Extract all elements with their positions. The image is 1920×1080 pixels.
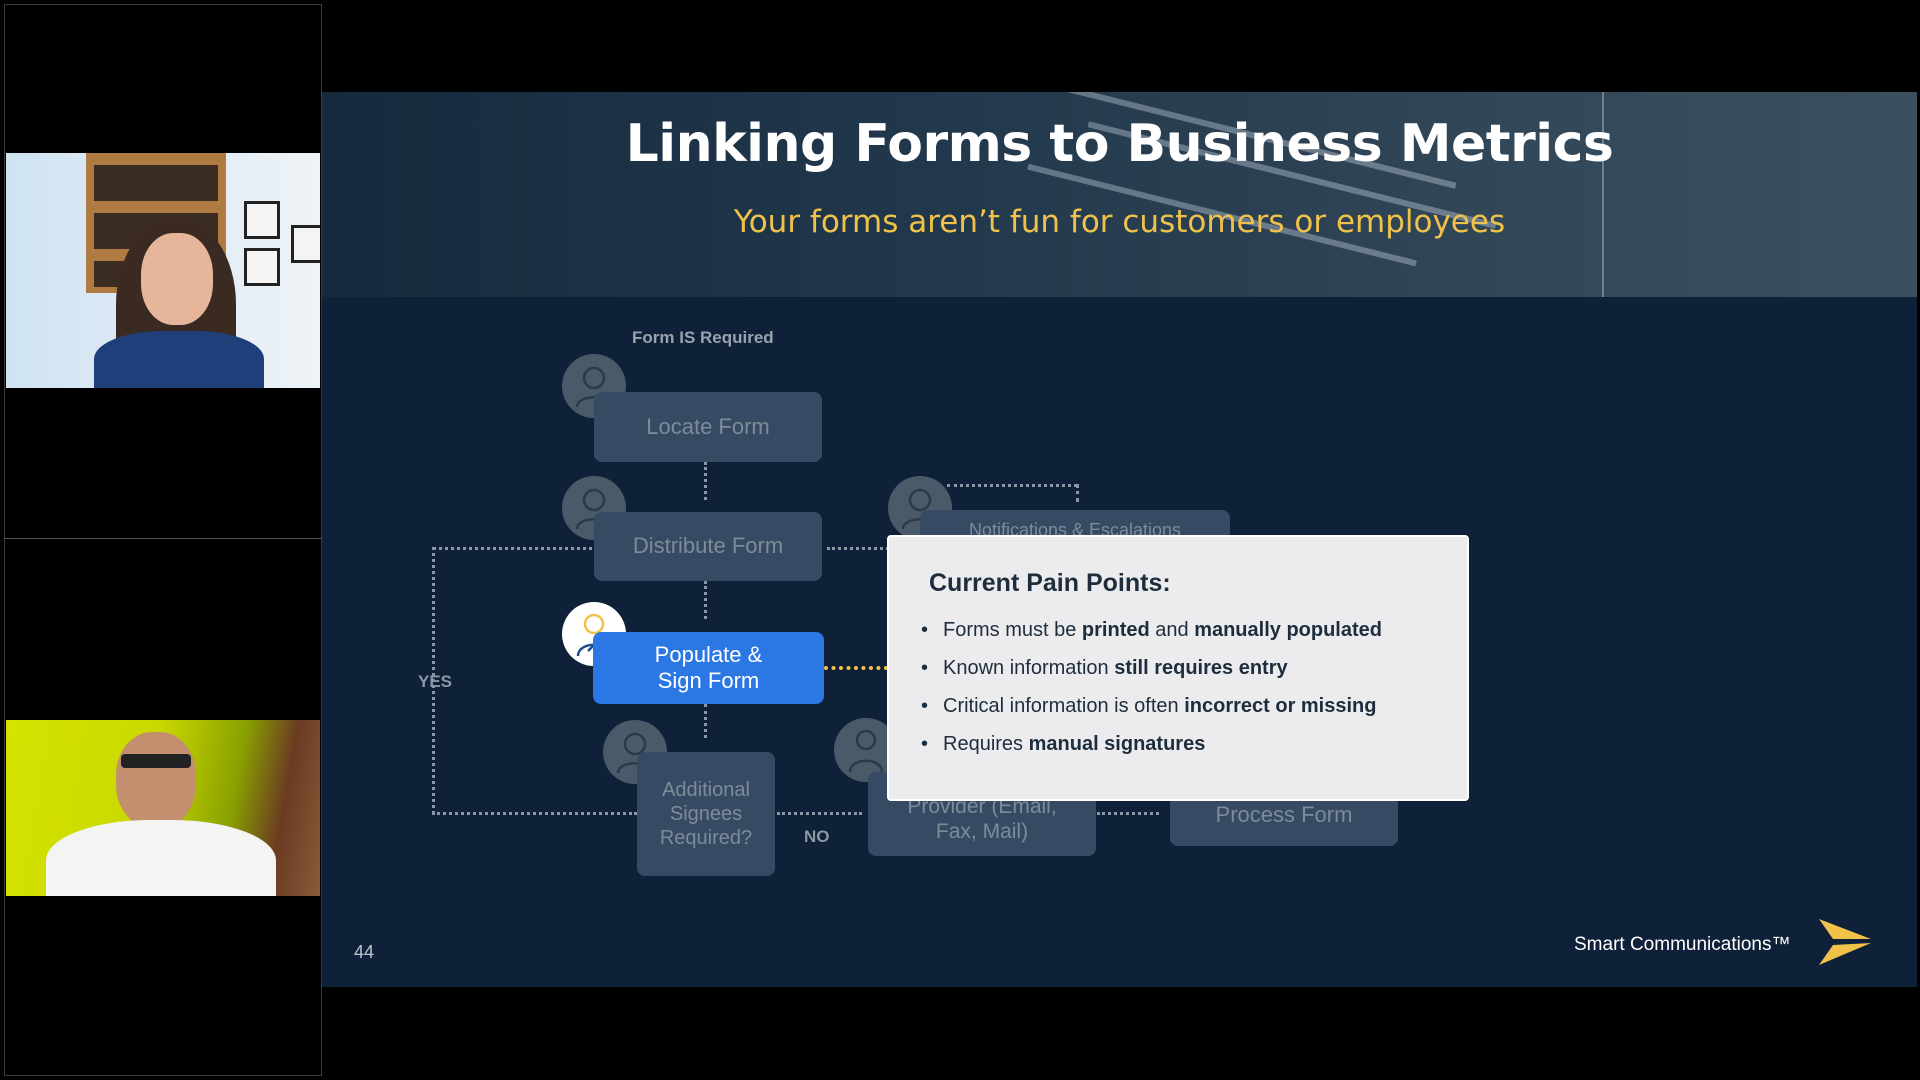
brand-name: Smart Communications™ — [1574, 934, 1791, 955]
participant-video-2[interactable] — [6, 720, 320, 896]
distribute-form-node: Distribute Form — [594, 512, 822, 581]
participant-video-1[interactable] — [6, 153, 320, 388]
additional-signees-node: Additional Signees Required? — [637, 752, 775, 876]
pain-point-text: Critical information is often — [943, 695, 1185, 717]
populate-sign-form-node: Populate & Sign Form — [593, 632, 824, 704]
pain-point-text: manual signatures — [1028, 733, 1206, 755]
pain-point-text: and — [1149, 619, 1195, 641]
no-label: NO — [804, 827, 830, 846]
yes-label: YES — [418, 672, 453, 691]
pain-points-card: Current Pain Points: Forms must be print… — [887, 535, 1469, 801]
participant-divider — [4, 538, 322, 539]
pain-points-heading: Current Pain Points: — [929, 569, 1171, 597]
participant-panel — [4, 4, 322, 1076]
pain-point-text: incorrect or missing — [1184, 695, 1377, 717]
pain-point-item: Known information still requires entry — [921, 657, 1382, 680]
pain-point-text: still requires entry — [1114, 657, 1288, 679]
pain-point-text: printed — [1081, 619, 1150, 641]
pain-point-text: Requires — [943, 733, 1029, 755]
connector-highlight — [824, 666, 888, 670]
slide-subtitle: Your forms aren’t fun for customers or e… — [733, 204, 1506, 240]
page-number: 44 — [354, 942, 375, 962]
presentation-slide: Linking Forms to Business Metrics Your f… — [322, 92, 1917, 987]
slide-banner — [322, 92, 1917, 297]
pain-point-text: Known information — [943, 657, 1115, 679]
pain-points-list: Forms must be printed and manually popul… — [921, 619, 1382, 771]
brand-logo-icon — [1819, 919, 1871, 965]
slide-title: Linking Forms to Business Metrics — [625, 114, 1614, 174]
pain-point-text: manually populated — [1194, 619, 1382, 641]
pain-point-item: Forms must be printed and manually popul… — [921, 619, 1382, 642]
pain-point-item: Requires manual signatures — [921, 733, 1382, 756]
pain-point-item: Critical information is often incorrect … — [921, 695, 1382, 718]
form-required-label: Form IS Required — [632, 328, 774, 347]
locate-form-node: Locate Form — [594, 392, 822, 462]
pain-point-text: Forms must be — [943, 619, 1082, 641]
